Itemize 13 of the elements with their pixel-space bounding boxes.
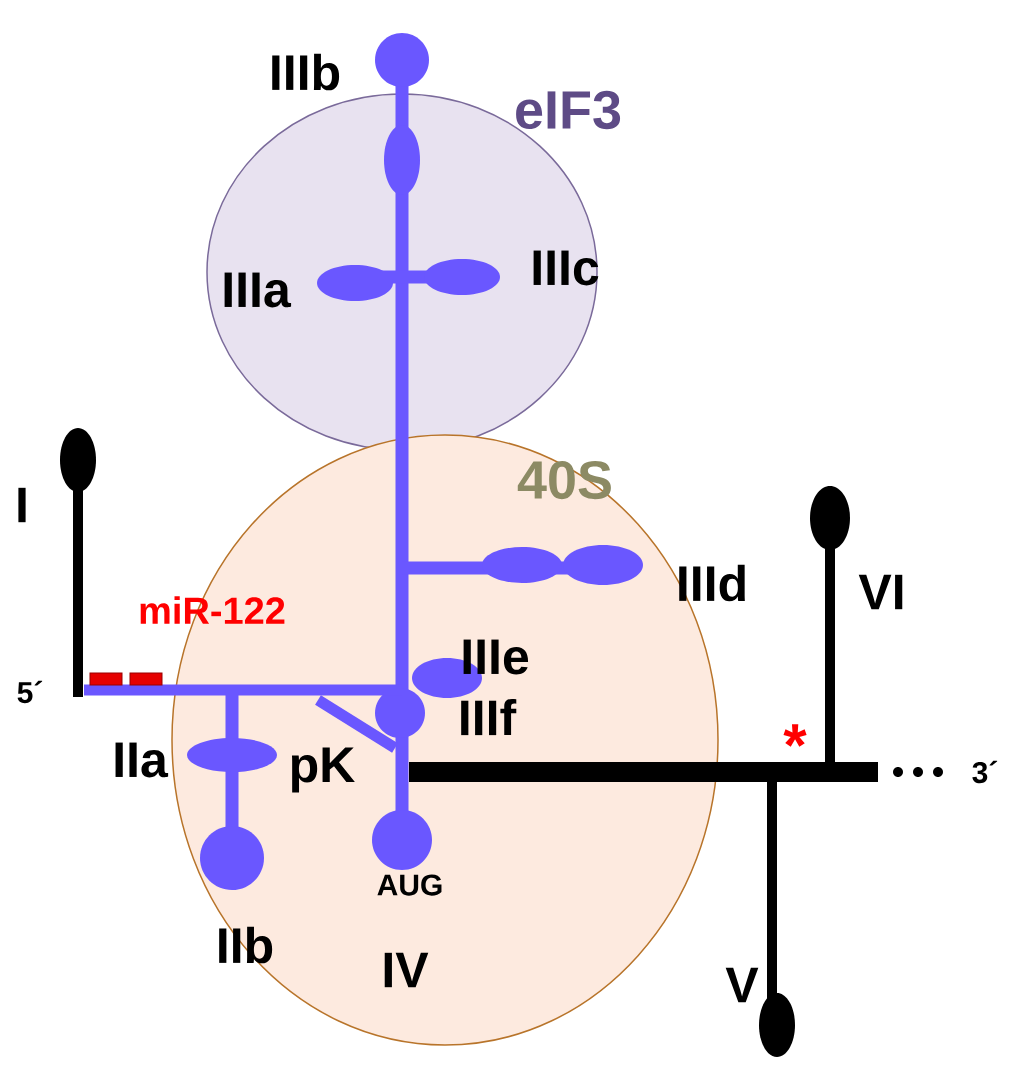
structure-label: * <box>783 724 807 747</box>
structure-label: IV <box>384 952 429 988</box>
structure-label: I <box>18 487 26 523</box>
structure-label: IIIa <box>224 272 292 308</box>
structure-label: IIId <box>679 564 745 602</box>
structure-label: IIIc <box>533 250 599 286</box>
structure-label: 5´ <box>17 680 43 704</box>
structure-label: pK <box>291 747 355 793</box>
structure-label: VI <box>858 574 903 610</box>
structure-label: IIIf <box>461 698 517 736</box>
structure-label: IIIe <box>463 639 529 675</box>
structure-label: AUG <box>377 874 442 896</box>
structure-label: 3´ <box>972 760 998 784</box>
